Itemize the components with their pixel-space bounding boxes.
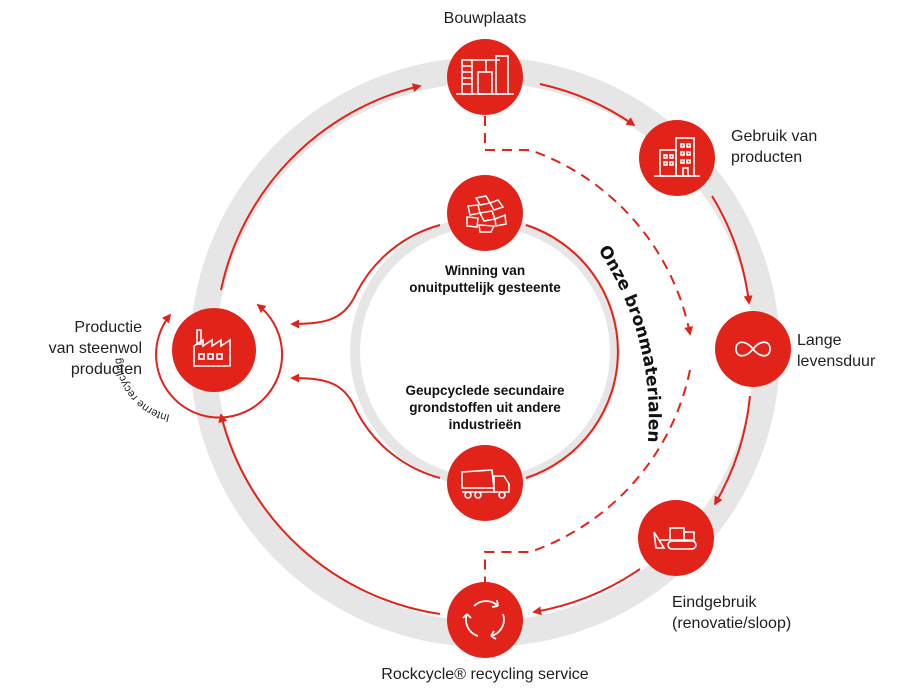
label-bouwplaats: Bouwplaats [415, 8, 555, 29]
label-eindgebruik-line1: Eindgebruik [672, 594, 757, 611]
node-lange-levensduur [715, 311, 791, 387]
construction-site-icon [456, 55, 514, 95]
node-secundair [447, 445, 523, 521]
inner-ring [350, 217, 620, 487]
arrow-winning-to-productie [290, 291, 358, 329]
label-lange-levensduur: Lange levensduur [797, 330, 875, 372]
factory-icon [193, 329, 231, 367]
label-productie-line3: producten [70, 361, 142, 378]
label-winning-line2: onuitputtelijk gesteente [409, 280, 561, 295]
node-rockcycle [447, 582, 523, 658]
infinity-icon [735, 341, 771, 357]
arrow-bouwplaats-to-gebruik [539, 83, 636, 127]
label-productie-line1: Productie [74, 319, 142, 336]
label-secundair-line2: grondstoffen uit andere [409, 400, 561, 415]
arrow-secundair-to-productie [290, 373, 358, 413]
arrow-lange-to-eindgebruik [714, 395, 751, 506]
arrow-rockcycle-to-productie [218, 413, 441, 615]
recycle-arrows-icon [462, 599, 505, 640]
inner-circle-line-left-top [356, 224, 441, 293]
label-eindgebruik: Eindgebruik (renovatie/sloop) [672, 592, 791, 634]
label-rockcycle-text: Rockcycle® recycling service [381, 666, 589, 683]
label-secundair: Geupcyclede secundaire grondstoffen uit … [380, 382, 590, 433]
arrow-productie-to-bouwplaats [220, 83, 422, 291]
rocks-icon [466, 195, 507, 233]
node-bouwplaats [447, 39, 523, 115]
label-eindgebruik-line2: (renovatie/sloop) [672, 615, 792, 632]
bulldozer-icon [653, 527, 697, 550]
inner-circle-line [525, 224, 619, 479]
buildings-icon [654, 137, 700, 177]
label-lange-line1: Lange [797, 332, 842, 349]
label-gebruik-line2: producten [731, 149, 803, 166]
node-productie [172, 308, 256, 392]
arrow-gebruik-to-lange [711, 195, 753, 305]
inner-circle-line-left-bottom [356, 411, 441, 479]
label-productie-line2: van steenwol [48, 340, 142, 357]
label-productie: Productie van steenwol producten [0, 317, 142, 380]
arrow-eindgebruik-to-rockcycle [532, 568, 641, 616]
label-gebruik: Gebruik van producten [731, 126, 817, 168]
node-eindgebruik [638, 500, 714, 576]
label-rockcycle: Rockcycle® recycling service [360, 664, 610, 685]
label-secundair-line3: industrieën [448, 417, 522, 432]
label-bouwplaats-text: Bouwplaats [443, 10, 527, 27]
label-winning: Winning van onuitputtelijk gesteente [395, 262, 575, 296]
label-secundair-line1: Geupcyclede secundaire [405, 383, 565, 398]
node-winning [447, 175, 523, 251]
label-winning-line1: Winning van [444, 263, 526, 278]
label-gebruik-line1: Gebruik van [731, 128, 818, 145]
label-lange-line2: levensduur [797, 353, 876, 370]
node-gebruik [639, 120, 715, 196]
dashed-arrow-bouwplaats-to-lange [484, 116, 694, 336]
interne-recycling-loop [155, 303, 284, 419]
dashed-line-lange-to-rockcycle [484, 369, 691, 583]
dump-truck-icon [461, 469, 510, 499]
